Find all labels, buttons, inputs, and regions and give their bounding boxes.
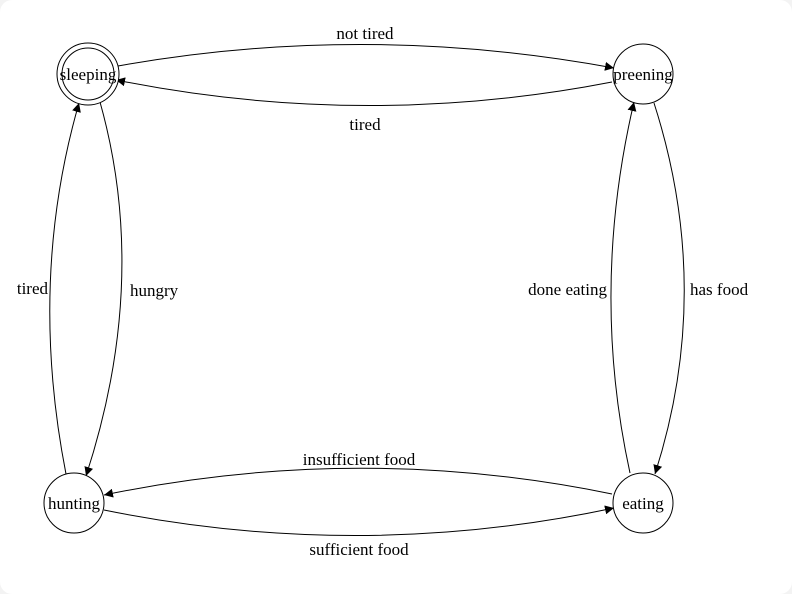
state-hunting[interactable]: hunting [43, 472, 105, 534]
edge-label-tired-top: tired [349, 115, 381, 134]
edge-label-sufficient-food: sufficient food [309, 540, 409, 559]
state-label: hunting [48, 494, 100, 513]
edge-eating-to-preening [610, 101, 637, 474]
edge-label-insufficient-food: insufficient food [303, 450, 416, 469]
edge-label-tired-left: tired [17, 279, 49, 298]
edge-preening-to-eating [653, 102, 685, 475]
state-label: sleeping [60, 65, 117, 84]
edge-label-has-food: has food [690, 280, 749, 299]
state-preening-ring [612, 43, 674, 105]
edge-sleeping-to-hunting [84, 101, 123, 477]
state-eating-ring [612, 472, 674, 534]
state-eating[interactable]: eating [612, 472, 674, 534]
state-sleeping-inner-ring [61, 47, 115, 101]
edge-hunting-to-sleeping [49, 102, 81, 475]
edge-eating-to-hunting [103, 467, 613, 498]
state-hunting-ring [43, 472, 105, 534]
edge-label-done-eating: done eating [528, 280, 607, 299]
edge-preening-to-sleeping [115, 77, 613, 106]
state-label: eating [622, 494, 664, 513]
edge-label-hungry: hungry [130, 281, 179, 300]
state-preening[interactable]: preening [612, 43, 674, 105]
state-sleeping[interactable]: sleeping [56, 42, 120, 106]
edge-sleeping-to-preening [117, 43, 615, 71]
edge-hunting-to-eating [103, 505, 615, 536]
state-label: preening [613, 65, 673, 84]
edge-label-not-tired: not tired [336, 24, 394, 43]
